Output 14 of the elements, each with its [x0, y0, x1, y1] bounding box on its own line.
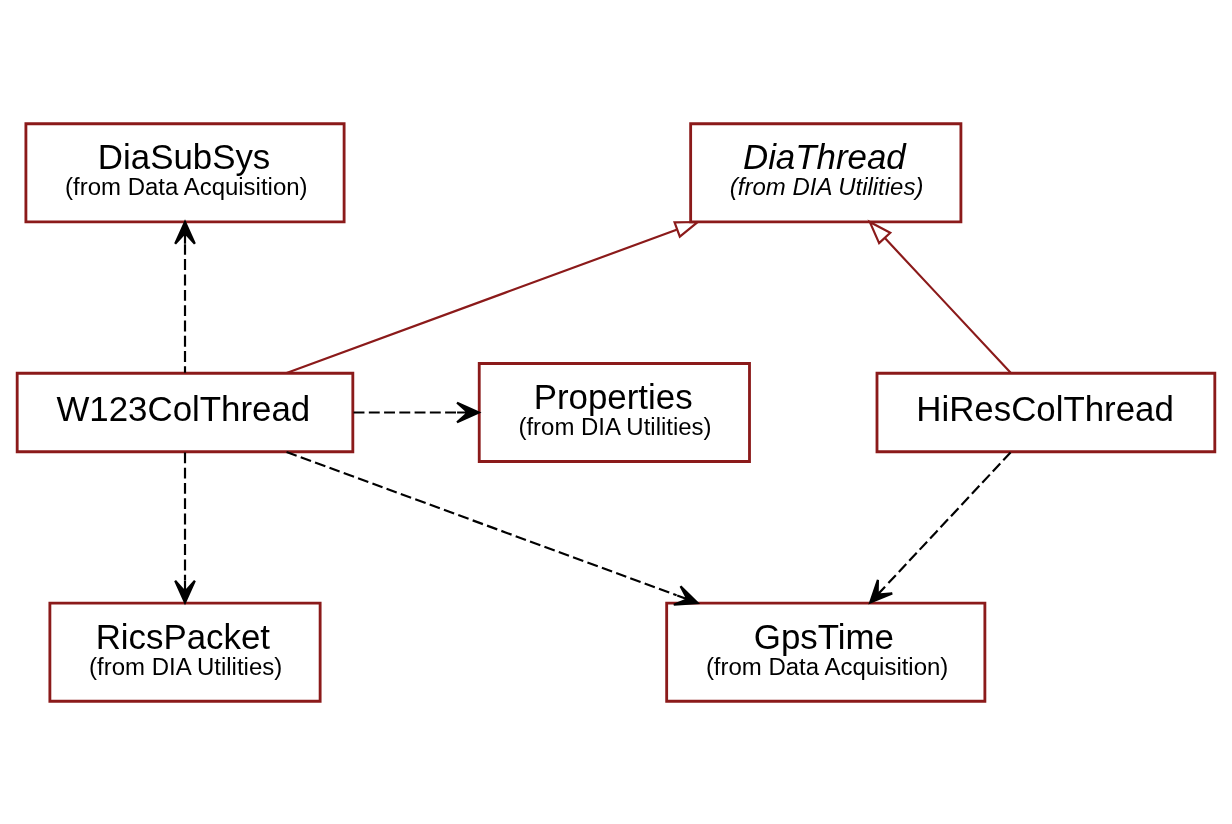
- arrow: [286, 220, 701, 374]
- node-box: W123ColThread: [15, 371, 355, 453]
- node-box: RicsPacket (from DIA Utilities): [48, 601, 322, 703]
- node-box: DiaThread (from DIA Utilities): [689, 121, 963, 223]
- node-box: Properties (from DIA Utilities): [477, 361, 751, 463]
- arrow: [174, 220, 196, 373]
- arrow: [869, 451, 1012, 604]
- node-box: DiaSubSys (from Data Acquisition): [24, 121, 346, 223]
- node-box: HiResColThread: [875, 371, 1217, 453]
- arrow: [353, 401, 480, 423]
- arrow: [286, 450, 699, 606]
- arrow: [867, 219, 1012, 373]
- arrow: [174, 452, 196, 604]
- node-box: GpsTime (from Data Acquisition): [665, 601, 987, 703]
